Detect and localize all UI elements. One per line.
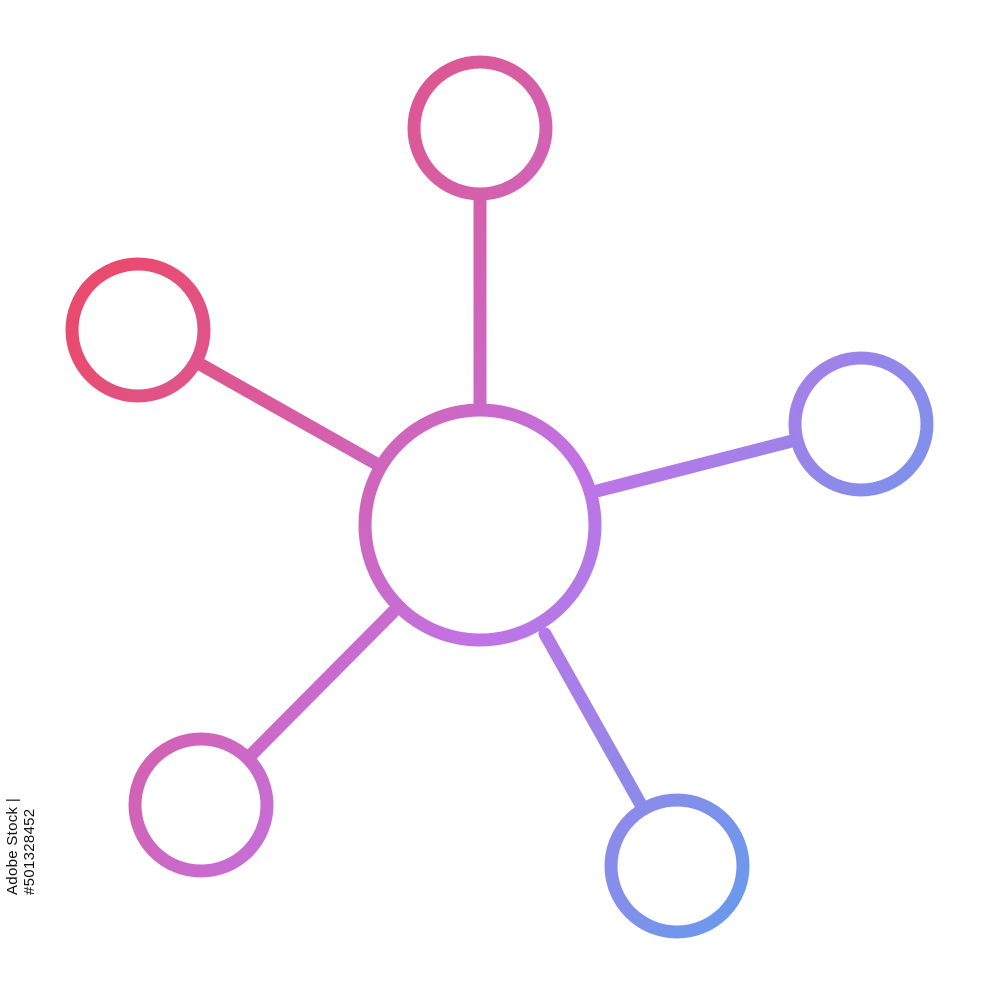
connector-left <box>191 356 382 470</box>
node-top <box>407 55 553 201</box>
node-bottom-right <box>604 793 750 939</box>
connector-right <box>590 434 799 498</box>
node-left <box>65 257 211 403</box>
connector-bottom-right <box>538 627 647 810</box>
hub-node <box>358 403 602 647</box>
connector-bottom-left <box>245 605 400 761</box>
node-right <box>788 351 934 497</box>
node-bottom-left <box>128 732 274 878</box>
stock-id-label: Adobe Stock | #501328452 <box>4 797 38 895</box>
